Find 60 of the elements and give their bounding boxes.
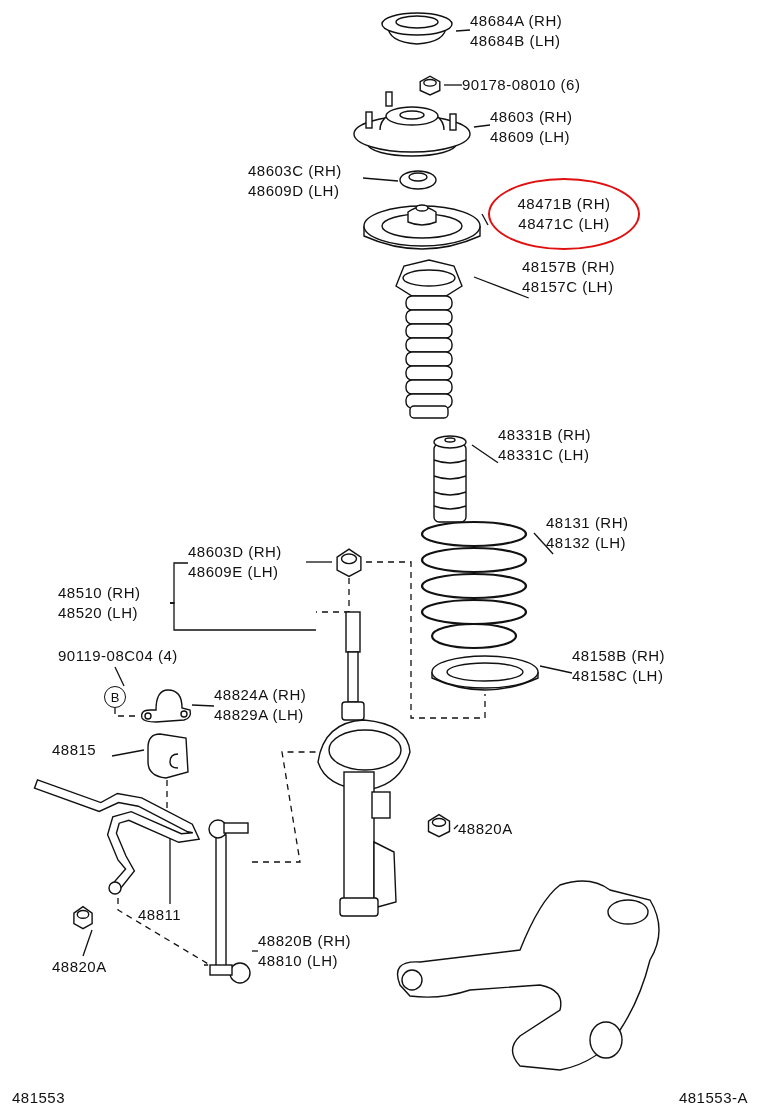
part-number: 48157C (LH) [522, 277, 615, 297]
callout-circle: B [104, 686, 126, 708]
part-number: 48820A [52, 957, 108, 977]
part-number: 48609E (LH) [188, 562, 280, 582]
part-number: 48520 (LH) [58, 603, 140, 623]
leader-line [533, 532, 554, 555]
part-number: 48158C (LH) [572, 666, 665, 686]
part-number: 48131 (RH) [546, 513, 630, 533]
leader-line [114, 666, 125, 687]
leader-line [169, 837, 171, 905]
leader-line [169, 562, 189, 604]
part-number: 48331B (RH) [498, 425, 593, 445]
part-number: 48820A [458, 819, 514, 839]
leader-line [362, 177, 399, 182]
bracket-drawing [138, 688, 192, 724]
part-number: 48510 (RH) [58, 583, 142, 603]
part-number: 48820B (RH) [258, 931, 353, 951]
assembly-line [251, 751, 317, 863]
highlight-ellipse [488, 178, 640, 250]
part-number: 48824A (RH) [214, 685, 308, 705]
part-number: 48158B (RH) [572, 646, 667, 666]
part-number: 48609D (LH) [248, 181, 341, 201]
leader-line [455, 29, 471, 32]
diagram-code: 481553-A [678, 1089, 748, 1106]
leader-line [111, 749, 145, 757]
part-number: 48132 (LH) [546, 533, 628, 553]
part-number: 48471B (RH) [517, 194, 611, 214]
diagram-code: 481553 [12, 1089, 66, 1106]
part-number: 48471C (LH) [518, 214, 610, 234]
leader-line [473, 276, 530, 299]
leader-line [539, 665, 573, 674]
part-number: 48603 (RH) [490, 107, 574, 127]
bushing-drawing [144, 732, 190, 780]
part-number: 48603C (RH) [248, 161, 343, 181]
part-number: 48157B (RH) [522, 257, 617, 277]
leader-line [443, 84, 463, 86]
upper-support-drawing [350, 90, 474, 160]
leader-line [481, 213, 489, 226]
part-number: 48815 [52, 740, 98, 760]
part-number: 48331C (LH) [498, 445, 591, 465]
part-number: 48684A (RH) [470, 11, 564, 31]
part-number: 48811 [138, 905, 183, 925]
part-number: 48603D (RH) [188, 542, 283, 562]
assembly-line [315, 577, 350, 613]
part-number: 48684B (LH) [470, 31, 562, 51]
part-number: 90178-08010 (6) [462, 75, 582, 95]
leader-line [251, 950, 259, 952]
nut-drawing [70, 904, 96, 930]
leader-line [305, 561, 333, 563]
leader-line [453, 824, 459, 830]
part-number: 48609 (LH) [490, 127, 572, 147]
leader-line [191, 704, 215, 707]
leader-line [82, 929, 93, 957]
spring-insulator-drawing [430, 652, 540, 694]
part-number: 48810 (LH) [258, 951, 340, 971]
assembly-line [365, 561, 486, 719]
leader-line [471, 444, 499, 464]
part-number: 90119-08C04 (4) [58, 646, 179, 666]
part-number: 48829A (LH) [214, 705, 305, 725]
leader-line [473, 124, 491, 128]
